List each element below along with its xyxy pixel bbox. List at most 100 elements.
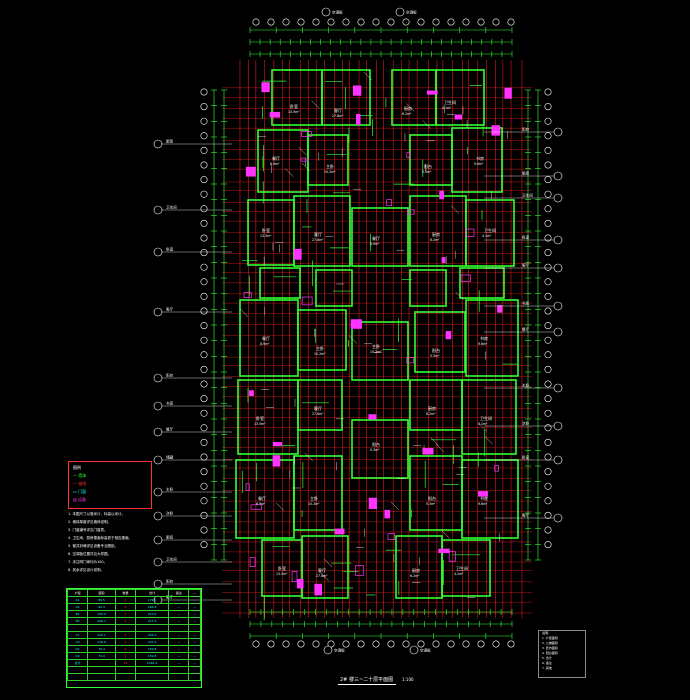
callout-label: 次卧 (522, 421, 530, 426)
axis-bubble (544, 497, 552, 505)
table-cell (188, 624, 201, 632)
axis-bubble (417, 18, 425, 26)
callout-bubble (323, 645, 333, 655)
axis-bubble (544, 365, 552, 373)
axis-bubble (282, 640, 290, 648)
callout-bubble (553, 171, 563, 181)
table-cell: 237.2 (135, 638, 170, 646)
table-cell: — (168, 603, 190, 611)
window-segment (298, 147, 307, 156)
axis-bubble (200, 468, 208, 476)
axis-bubble (267, 640, 275, 648)
axis-bubble (372, 18, 380, 26)
room-wall (451, 127, 503, 193)
axis-bubble (252, 640, 260, 648)
axis-bubble (544, 322, 552, 330)
axis-bubble (387, 18, 395, 26)
window-segment (239, 308, 249, 317)
table-cell: 1581.4 (135, 659, 170, 667)
axis-bubble (402, 18, 410, 26)
callout-bubble (153, 401, 163, 411)
room-area: 15.2m² (370, 350, 382, 354)
axis-bubble (312, 18, 320, 26)
window-segment (311, 100, 320, 109)
axis-bubble (544, 541, 552, 549)
callout-label: 主卧 (522, 383, 530, 388)
table-cell: B2 (66, 617, 89, 625)
callout-label: 客厅 (522, 513, 530, 518)
axis-bubble (462, 18, 470, 26)
callout-bubble (553, 327, 563, 337)
axis-bubble (200, 234, 208, 242)
callout-label: 次卧 (166, 511, 174, 516)
room-wall (293, 455, 343, 531)
axis-bubble (477, 18, 485, 26)
room-wall (414, 311, 466, 373)
table-cell: — (188, 603, 201, 611)
axis-bubble (492, 640, 500, 648)
room-name: 厨房 (428, 405, 436, 411)
right-legend-line: 1. 户型面积 (542, 636, 558, 640)
drawing-title: 2# 楼三~二十层平面图 (340, 677, 394, 683)
callout-label: 餐厅 (522, 327, 530, 332)
axis-bubble (200, 103, 208, 111)
axis-bubble (432, 18, 440, 26)
axis-bubble (282, 18, 290, 26)
table-cell (188, 666, 201, 674)
room-callouts: 厨房卫生间卧室客厅阳台书房餐厅储藏主卧次卧厨房卫生间阳台客厅阳台厨房卫生间卧室客… (153, 7, 563, 655)
fixture (406, 152, 411, 158)
room-area: 8.9m² (260, 342, 270, 346)
fixture (368, 414, 377, 420)
table-cell: — (168, 617, 190, 625)
fixture (465, 228, 475, 237)
axis-bubble (342, 640, 350, 648)
table-cell (87, 666, 116, 674)
callout-bubble (153, 307, 163, 317)
room-name: 餐厅 (372, 235, 380, 241)
window-segment (275, 502, 285, 511)
room-name: 卫生间 (456, 565, 468, 571)
callout-label: 储藏 (166, 455, 174, 460)
axis-bubble (200, 146, 208, 154)
fixture (301, 131, 312, 137)
room-name: 阳台 (432, 347, 440, 353)
table-cell: 2 (114, 638, 137, 646)
table-cell: 2 (114, 617, 137, 625)
callout-label: 卫生间 (166, 205, 177, 210)
table-cell: B1 (66, 610, 89, 618)
room-name: 卫生间 (480, 415, 492, 421)
room-name: 客厅 (318, 567, 326, 573)
window-segment (406, 103, 415, 112)
note-line: 8. 其余详见设计说明。 (68, 568, 104, 572)
table-cell (114, 666, 137, 674)
table-cell: 16 (114, 659, 137, 667)
table-cell (135, 673, 170, 681)
table-cell (168, 624, 190, 632)
fixture (478, 491, 488, 497)
room-area: 15.2m² (308, 502, 320, 506)
fixture (445, 331, 452, 340)
table-cell: 240.2 (135, 631, 170, 639)
window-segment (348, 335, 358, 344)
axis-bubble (447, 18, 455, 26)
room-name: 卫生间 (444, 99, 456, 105)
fixture (301, 296, 313, 306)
callout-label: 空调板 (334, 648, 345, 653)
axis-bubble (200, 88, 208, 96)
table-cell (114, 673, 137, 681)
table-cell (66, 624, 89, 632)
window-segment (304, 452, 313, 462)
room-area: 4.1m² (478, 422, 488, 426)
table-cell: 76.4 (87, 645, 116, 653)
table-cell: — (168, 631, 190, 639)
axis-bubble (544, 219, 552, 227)
room-name: 阳台 (372, 441, 380, 447)
callout-bubble (153, 247, 163, 257)
callout-label: 书房 (522, 301, 530, 306)
axis-bubble (544, 424, 552, 432)
room-name: 餐厅 (258, 495, 266, 501)
axis-bubble (267, 18, 275, 26)
